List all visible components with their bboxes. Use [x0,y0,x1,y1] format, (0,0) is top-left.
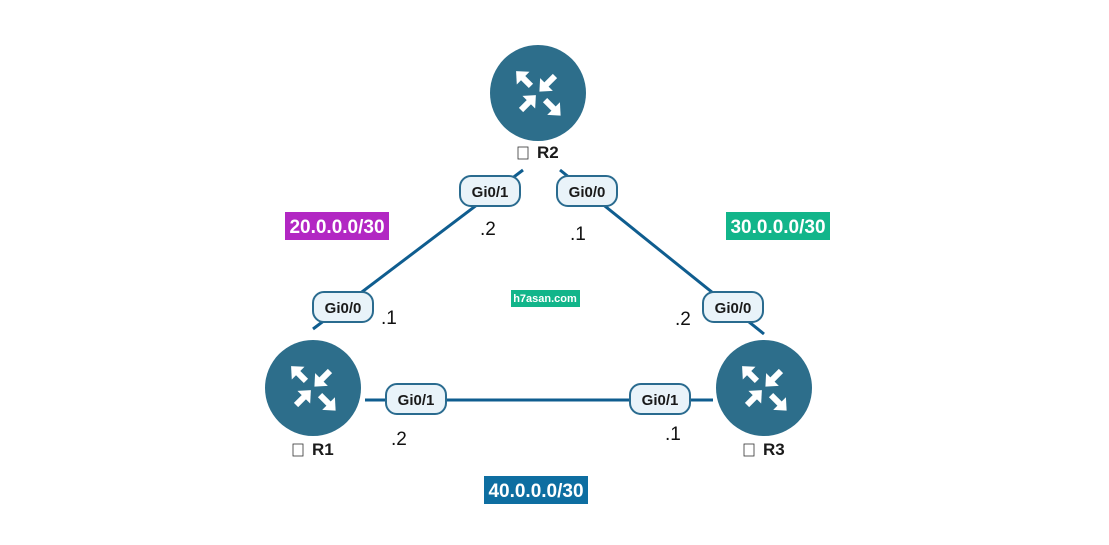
iface-r3-top-label: Gi0/0 [715,300,752,317]
subnet-badge-r1-r2: 20.0.0.0/30 [285,212,389,240]
iface-r1-top-label: Gi0/0 [325,300,362,317]
subnet-badge-r1-r3: 40.0.0.0/30 [484,476,588,504]
ip-r3-left: .1 [665,424,681,445]
router-icon [716,340,812,436]
iface-r3-left[interactable]: Gi0/1 [629,383,691,415]
router-r1-label: R1 [312,440,334,459]
ip-r1-top: .1 [381,308,397,329]
ip-r1-right: .2 [391,429,407,450]
subnet-label-r1-r2: 20.0.0.0/30 [289,217,384,238]
iface-r2-right-label: Gi0/0 [569,184,606,201]
router-icon [490,45,586,141]
router-r1-marker [292,443,304,457]
iface-r2-left-label: Gi0/1 [472,184,509,201]
ip-r2-right: .1 [570,224,586,245]
router-r2-marker [517,146,529,160]
router-r3-marker [743,443,755,457]
router-r2[interactable]: R2 [490,45,586,162]
subnet-label-r2-r3: 30.0.0.0/30 [730,217,825,238]
iface-r3-left-label: Gi0/1 [642,392,679,409]
ip-r2-left: .2 [480,219,496,240]
subnet-badge-r2-r3: 30.0.0.0/30 [726,212,830,240]
router-r2-label: R2 [537,143,559,162]
watermark: h7asan.com [511,290,580,307]
router-r3[interactable]: R3 [716,340,812,459]
router-r1[interactable]: R1 [265,340,361,459]
router-icon [265,340,361,436]
iface-r1-right[interactable]: Gi0/1 [385,383,447,415]
iface-r2-left[interactable]: Gi0/1 [459,175,521,207]
iface-r1-top[interactable]: Gi0/0 [312,291,374,323]
router-r3-label: R3 [763,440,785,459]
iface-r2-right[interactable]: Gi0/0 [556,175,618,207]
ip-r3-top: .2 [675,309,691,330]
iface-r3-top[interactable]: Gi0/0 [702,291,764,323]
watermark-label: h7asan.com [513,293,577,305]
subnet-label-r1-r3: 40.0.0.0/30 [488,481,583,502]
iface-r1-right-label: Gi0/1 [398,392,435,409]
